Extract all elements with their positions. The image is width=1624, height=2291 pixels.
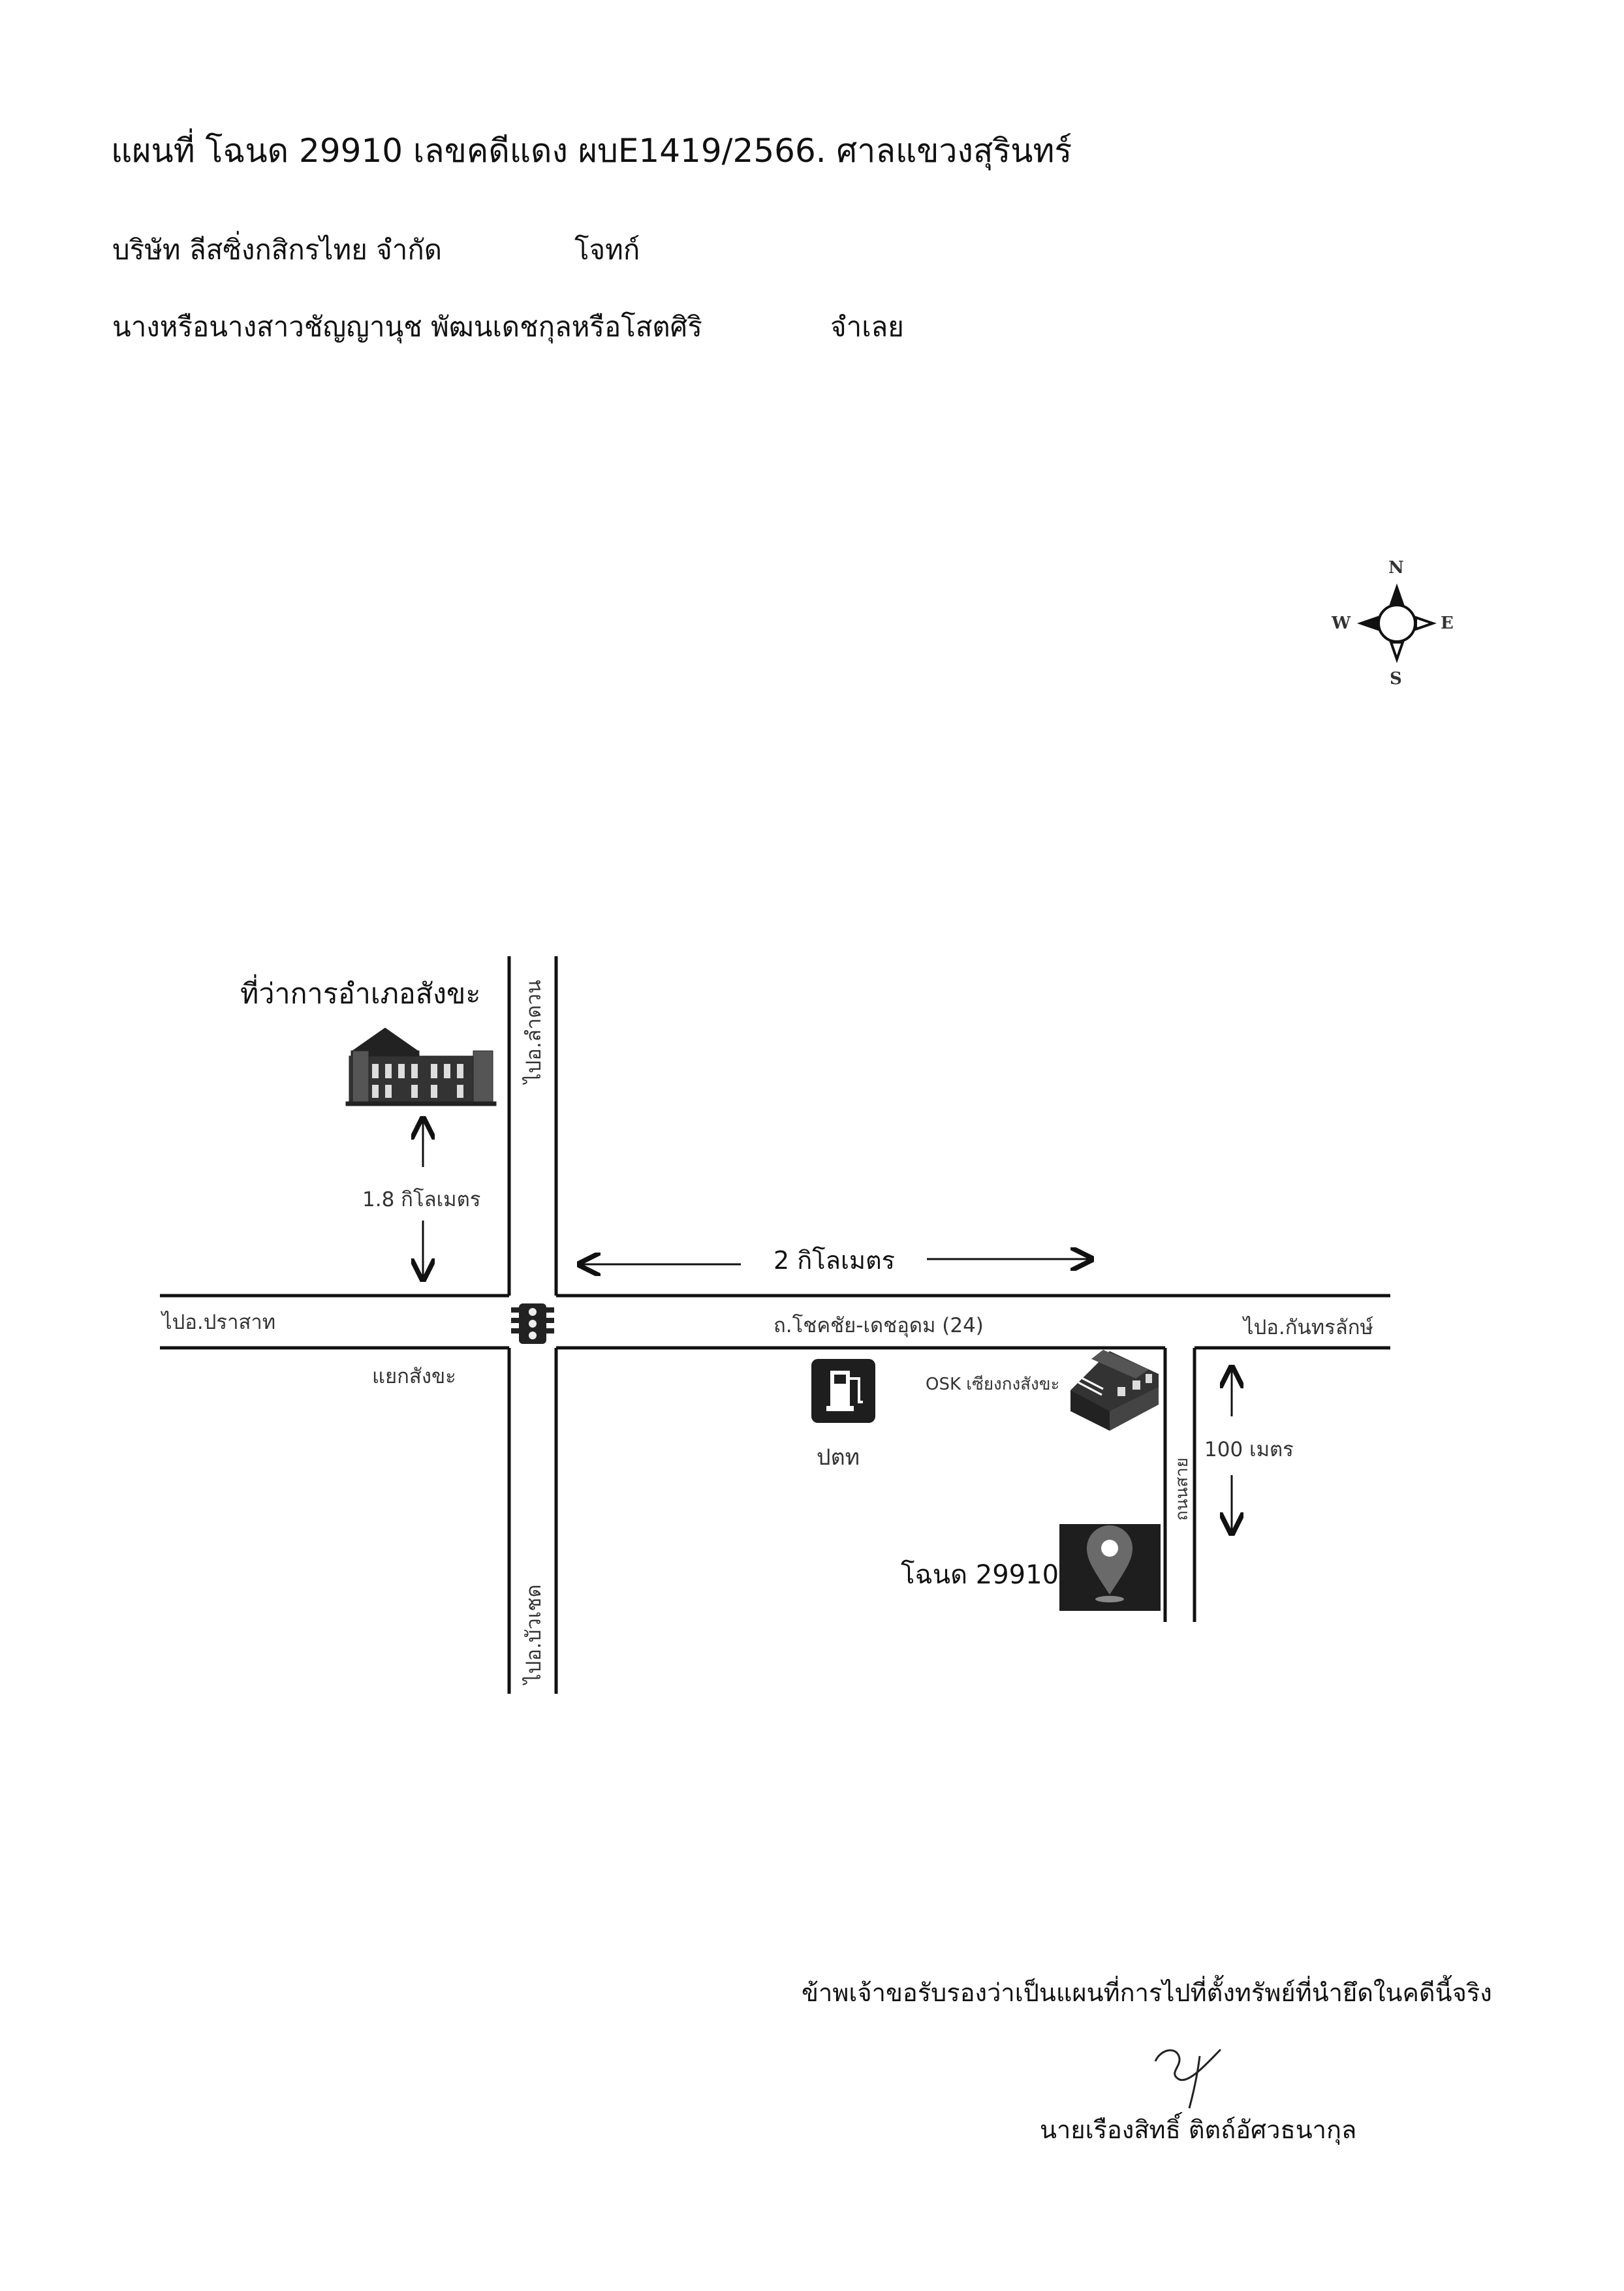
- defendant-name: นางหรือนางสาวชัญญานุช พัฒนเดชกุลหรือโสตศ…: [112, 311, 702, 343]
- main-road-label: ถ.โชคชัย-เดชอุดม (24): [773, 1314, 984, 1337]
- distance-side-label: 100 เมตร: [1204, 1438, 1294, 1461]
- distance-office-label: 1.8 กิโลเมตร: [362, 1188, 481, 1211]
- junction-label: แยกสังขะ: [372, 1365, 456, 1388]
- compass-w-label: W: [1332, 614, 1351, 633]
- road-east-label: ไปอ.กันทรลักษ์: [1243, 1316, 1373, 1339]
- compass-e-label: E: [1441, 614, 1454, 633]
- deed-label: โฉนด 29910: [901, 1560, 1059, 1590]
- side-road-label: ถนนสาย: [1172, 1457, 1192, 1521]
- plaintiff-name: บริษัท ลีสซิ่งกสิกรไทย จำกัด: [112, 234, 443, 266]
- compass-n-label: N: [1388, 558, 1404, 578]
- gas-station-label: ปตท: [817, 1444, 860, 1471]
- road-west-label: ไปอ.ปราสาท: [162, 1311, 276, 1334]
- road-lines: [160, 956, 1390, 1694]
- gas-station-icon: [811, 1359, 875, 1423]
- shop-icon: [1070, 1350, 1159, 1431]
- signer-name: นายเรืองสิทธิ์ ติตถ์อัศวธนากุล: [1040, 2115, 1357, 2144]
- shop-label: OSK เซียงกงสังขะ: [926, 1375, 1060, 1394]
- district-office-label: ที่ว่าการอำเภอสังขะ: [240, 978, 481, 1010]
- deed-location-pin-icon: [1059, 1524, 1161, 1611]
- certification-text: ข้าพเจ้าขอรับรองว่าเป็นแผนที่การไปที่ตั้…: [802, 1978, 1492, 2007]
- distance-east-label: 2 กิโลเมตร: [773, 1246, 896, 1275]
- compass-s-label: S: [1390, 669, 1402, 689]
- defendant-role: จำเลย: [830, 311, 904, 343]
- traffic-light-icon: [511, 1303, 554, 1344]
- government-building-icon: [345, 1027, 497, 1106]
- road-south-label: ไปอ.บัวเชด: [522, 1584, 546, 1684]
- plaintiff-role: โจทก์: [574, 234, 640, 266]
- road-north-label: ไปอ.ลำดวน: [522, 980, 546, 1083]
- document-title: แผนที่ โฉนด 29910 เลขคดีแดง ผบE1419/2566…: [111, 132, 1072, 170]
